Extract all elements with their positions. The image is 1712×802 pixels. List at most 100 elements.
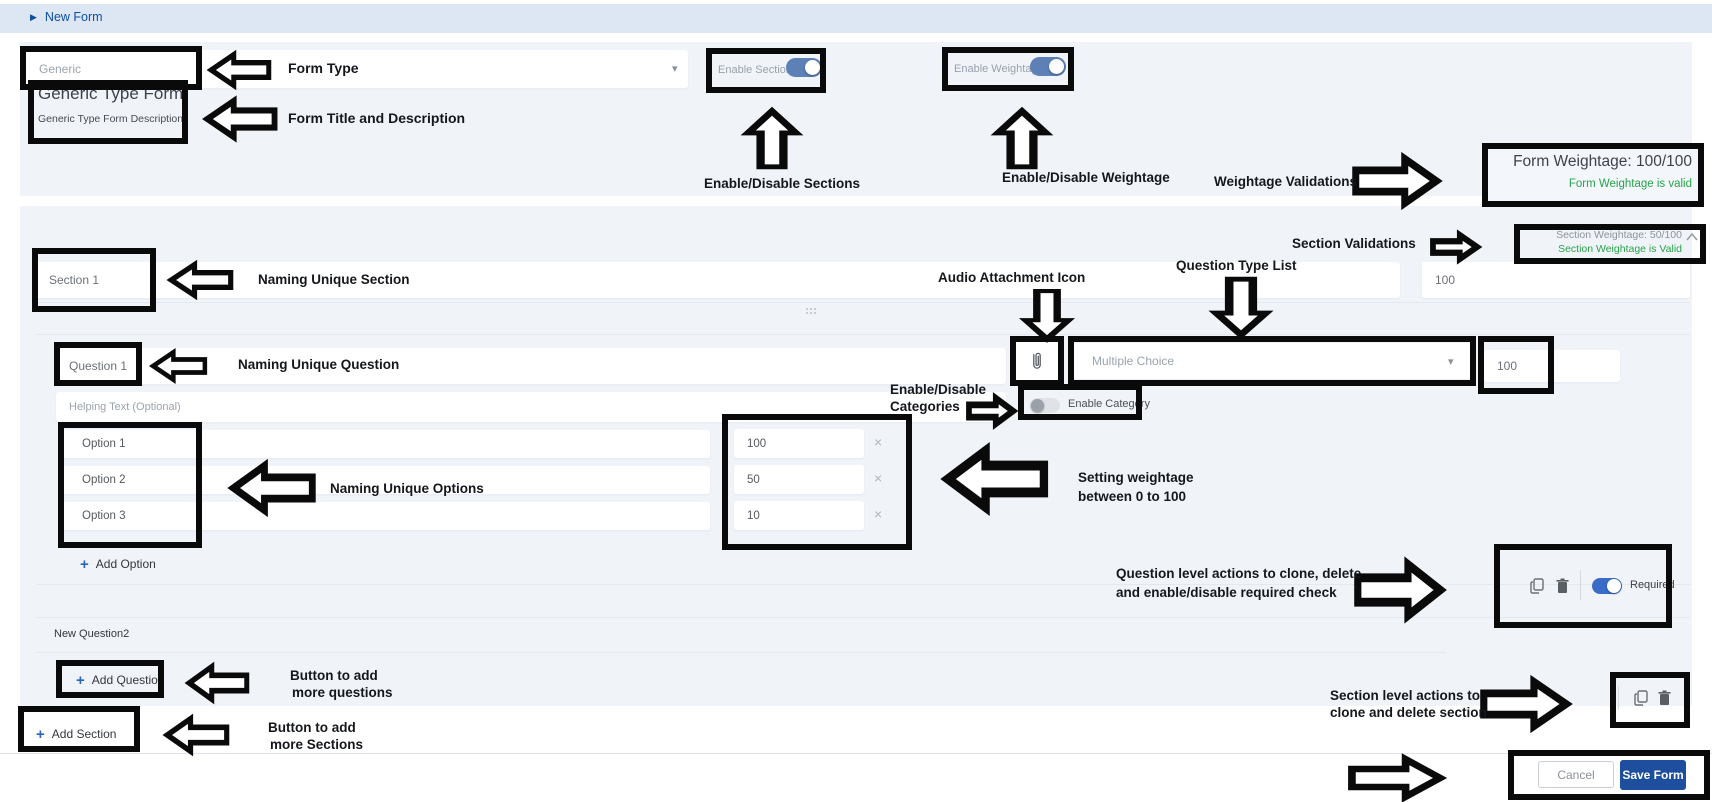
annotation-question-type-list: Question Type List: [1176, 258, 1297, 273]
annotation-section-actions-2: clone and delete section: [1330, 705, 1487, 720]
annotation-add-question-1: Button to add: [290, 668, 378, 683]
form-description[interactable]: Generic Type Form Description: [38, 113, 184, 125]
enable-sections-label: Enable Sections: [718, 64, 798, 76]
form-title[interactable]: Generic Type Form: [38, 84, 184, 103]
annotation-arrow-right: [1480, 674, 1573, 734]
annotation-section-actions-1: Section level actions to: [1330, 688, 1481, 703]
section-weightage-status: Section Weightage is Valid: [1558, 243, 1682, 255]
question-weightage-input[interactable]: [1484, 350, 1620, 382]
annotation-arrow-left: [202, 95, 278, 143]
clone-question-icon[interactable]: [1530, 578, 1544, 594]
required-toggle[interactable]: [1592, 578, 1622, 594]
delete-question-icon[interactable]: [1556, 578, 1569, 594]
question-weightage-box: [1484, 350, 1620, 382]
annotation-add-question-2: more questions: [292, 685, 393, 700]
annotation-arrow-left: [166, 259, 234, 301]
plus-icon: +: [80, 556, 89, 573]
audio-attach-button[interactable]: [1016, 341, 1058, 381]
annotation-naming-options: Naming Unique Options: [330, 481, 484, 496]
option-3-name-input[interactable]: [62, 502, 710, 530]
annotation-arrow-left: [227, 458, 316, 518]
option-2-name-input[interactable]: [62, 466, 710, 494]
delete-section-icon[interactable]: [1658, 690, 1671, 706]
breadcrumb-bar: ▶ New Form: [0, 4, 1712, 33]
annotation-arrow-right: [1354, 556, 1447, 624]
option-weight-row: [734, 429, 864, 458]
annotation-arrow-down: [1208, 276, 1274, 340]
option-name-row: [62, 430, 710, 458]
annotation-arrow-right: [1352, 151, 1443, 211]
remove-option-icon[interactable]: ×: [874, 434, 883, 450]
save-form-button[interactable]: Save Form: [1620, 760, 1686, 790]
helping-text-input[interactable]: [56, 392, 1006, 422]
question-type-caret-icon[interactable]: ▾: [1448, 356, 1454, 368]
enable-category-toggle[interactable]: [1030, 398, 1060, 413]
form-type-select[interactable]: [26, 50, 688, 88]
helping-text-row: [56, 392, 1006, 422]
enable-weightage-toggle[interactable]: [1030, 57, 1066, 76]
annotation-question-actions-2: and enable/disable required check: [1116, 585, 1337, 600]
plus-icon: +: [36, 726, 45, 743]
annotation-enable-weightage: Enable/Disable Weightage: [1002, 170, 1170, 185]
section-weightage-input-box: [1422, 262, 1690, 298]
annotation-weightage-setting-2: between 0 to 100: [1078, 489, 1187, 504]
annotation-add-section-2: more Sections: [270, 737, 364, 752]
annotation-add-section-1: Button to add: [268, 720, 356, 735]
annotation-arrow-left: [940, 441, 1049, 517]
annotation-arrow-left: [184, 661, 250, 705]
annotation-arrow-up: [740, 106, 804, 170]
annotation-naming-question: Naming Unique Question: [238, 357, 400, 372]
question-type-select[interactable]: Multiple Choice: [1074, 343, 1470, 379]
paperclip-icon: [1033, 352, 1041, 369]
cancel-button[interactable]: Cancel: [1538, 761, 1614, 788]
option-weight-row: [734, 501, 864, 530]
annotation-arrow-right: [1430, 229, 1483, 265]
add-option-button[interactable]: +Add Option: [80, 556, 156, 573]
question-name-row: [56, 348, 1006, 384]
option-1-name-input[interactable]: [62, 430, 710, 458]
required-label: Required: [1630, 579, 1675, 591]
form-weightage-summary: Form Weightage: 100/100: [1513, 153, 1692, 170]
annotation-section-validations: Section Validations: [1292, 236, 1416, 251]
annotation-arrow-left: [206, 49, 272, 91]
question-type-value: Multiple Choice: [1092, 354, 1175, 368]
option-1-weight-input[interactable]: [734, 429, 864, 458]
option-name-row: [62, 502, 710, 530]
clone-section-icon[interactable]: [1634, 690, 1648, 706]
annotation-arrow-up: [990, 106, 1054, 170]
option-3-weight-input[interactable]: [734, 501, 864, 530]
annotation-arrow-right: [966, 392, 1019, 430]
annotation-arrow-left: [162, 713, 230, 757]
plus-icon: +: [76, 672, 85, 689]
annotation-audio-icon: Audio Attachment Icon: [938, 270, 1086, 285]
annotation-enable-sections: Enable/Disable Sections: [704, 176, 861, 191]
annotation-form-type: Form Type: [288, 60, 359, 76]
enable-sections-toggle[interactable]: [786, 58, 822, 77]
add-section-button[interactable]: +Add Section: [36, 726, 117, 743]
breadcrumb-expand-icon[interactable]: ▶: [30, 11, 37, 22]
form-type-caret-icon[interactable]: ▾: [672, 63, 678, 75]
annotation-naming-section: Naming Unique Section: [258, 272, 410, 287]
option-2-weight-input[interactable]: [734, 465, 864, 494]
form-weightage-status: Form Weightage is valid: [1568, 178, 1692, 190]
annotation-arrow-left: [148, 348, 208, 384]
annotation-question-actions-1: Question level actions to clone, delete: [1116, 566, 1362, 581]
remove-option-icon[interactable]: ×: [874, 506, 883, 522]
option-name-row: [62, 466, 710, 494]
enable-category-label: Enable Category: [1068, 398, 1150, 410]
annotation-arrow-down: [1018, 288, 1076, 343]
annotation-weightage-setting-1: Setting weightage: [1078, 470, 1194, 485]
new-question-label[interactable]: New Question2: [54, 628, 130, 640]
annotation-enable-categories-1: Enable/Disable: [890, 382, 987, 397]
annotation-weightage-validations: Weightage Validations: [1214, 174, 1358, 189]
section-weightage-input[interactable]: [1422, 262, 1690, 298]
remove-option-icon[interactable]: ×: [874, 470, 883, 486]
collapse-chevron-icon[interactable]: [1686, 233, 1698, 241]
add-question-button[interactable]: +Add Question: [76, 672, 165, 689]
option-weight-row: [734, 465, 864, 494]
annotation-enable-categories-2: Categories: [890, 399, 960, 414]
drag-handle[interactable]: [806, 308, 808, 310]
breadcrumb[interactable]: New Form: [44, 10, 103, 24]
section-weightage-summary: Section Weightage: 50/100: [1556, 229, 1682, 241]
